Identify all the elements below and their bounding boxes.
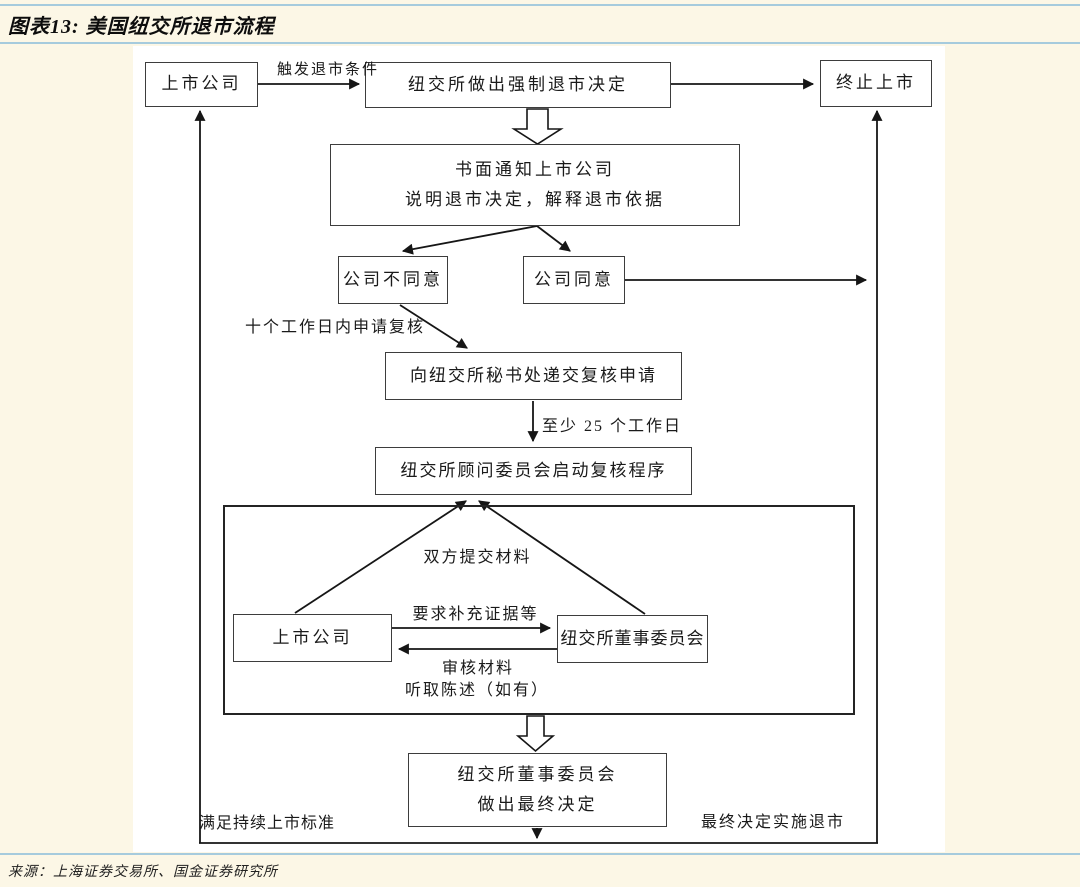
node-final-decision: 纽交所董事委员会 做出最终决定: [408, 753, 667, 827]
node-nyse-board-committee: 纽交所董事委员会: [557, 615, 708, 663]
arrow-notice-to-disagree: [401, 225, 538, 255]
edge-label-request-more-evidence: 要求补充证据等: [412, 606, 539, 623]
node-listed-company-top: 上市公司: [145, 62, 258, 107]
arrow-committee-to-advisory: [478, 500, 646, 615]
edge-label-trigger-condition: 触发退市条件: [276, 62, 379, 78]
node-submit-review-application-label: 向纽交所秘书处递交复核申请: [410, 365, 657, 385]
bottom-divider: [0, 853, 1080, 855]
node-listed-company-inner: 上市公司: [233, 614, 392, 662]
node-nyse-board-committee-label: 纽交所董事委员会: [560, 628, 705, 648]
figure-title: 图表13: 美国纽交所退市流程: [8, 16, 275, 38]
edge-label-hear-statements: 听取陈述（如有）: [405, 682, 550, 699]
node-company-disagree-label: 公司不同意: [343, 269, 443, 289]
node-company-disagree: 公司不同意: [338, 256, 448, 304]
edge-label-review-materials: 审核材料: [441, 660, 514, 677]
node-nyse-forced-delisting-decision: 纽交所做出强制退市决定: [365, 62, 671, 108]
node-written-notice: 书面通知上市公司 说明退市决定，解释退市依据: [330, 144, 740, 226]
arrow-disagree-to-application: [399, 304, 468, 349]
block-arrow-frame-to-final: [515, 715, 556, 753]
arrow-company-to-advisory: [294, 500, 467, 614]
node-written-notice-line2: 说明退市决定，解释退市依据: [405, 189, 665, 209]
node-listed-company-top-label: 上市公司: [161, 74, 242, 94]
node-terminate-listing-label: 终止上市: [836, 73, 916, 93]
edge-label-at-least-25-days: 至少 25 个工作日: [542, 418, 683, 435]
top-divider: [0, 4, 1080, 6]
node-written-notice-line1: 书面通知上市公司: [455, 160, 615, 180]
node-final-decision-line1: 纽交所董事委员会: [457, 765, 618, 785]
node-company-agree-label: 公司同意: [534, 269, 614, 289]
source-note: 来源：上海证券交易所、国金证券研究所: [8, 865, 278, 880]
node-listed-company-inner-label: 上市公司: [272, 627, 353, 647]
node-submit-review-application: 向纽交所秘书处递交复核申请: [385, 352, 682, 400]
node-company-agree: 公司同意: [523, 256, 625, 304]
edge-label-final-delisting: 最终决定实施退市: [701, 814, 846, 831]
edge-label-apply-within-ten-days: 十个工作日内申请复核: [245, 319, 426, 336]
node-advisory-committee-review-label: 纽交所顾问委员会启动复核程序: [400, 460, 667, 480]
block-arrow-decision-to-notice: [511, 108, 564, 145]
node-terminate-listing: 终止上市: [820, 60, 932, 107]
node-final-decision-line2: 做出最终决定: [477, 794, 598, 814]
edge-label-meet-listing-standards: 满足持续上市标准: [199, 815, 336, 832]
node-nyse-forced-delisting-decision-label: 纽交所做出强制退市决定: [408, 74, 628, 94]
arrow-notice-to-agree: [536, 225, 571, 252]
node-advisory-committee-review: 纽交所顾问委员会启动复核程序: [375, 447, 692, 495]
review-process-frame: [223, 505, 855, 715]
title-divider: [0, 42, 1080, 44]
edge-label-both-parties-submit: 双方提交材料: [423, 549, 532, 566]
